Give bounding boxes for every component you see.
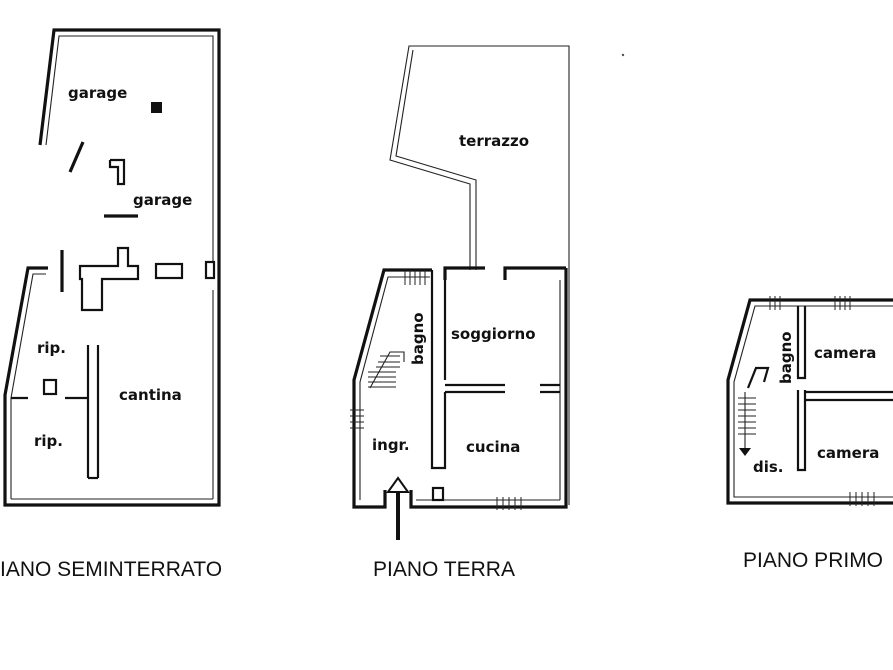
room-garage-top: garage xyxy=(68,84,127,102)
first-bedroom-divider xyxy=(796,390,807,472)
room-living: soggiorno xyxy=(451,325,536,343)
terrace-outline-inner xyxy=(395,49,477,270)
first-bath-wall xyxy=(796,306,807,380)
ground-door-post xyxy=(431,486,445,502)
ground-bathroom-wall xyxy=(430,270,447,470)
room-first-bathroom: bagno xyxy=(777,331,795,384)
ground-plan: terrazzo bagno soggiorno ingr. cucina PI… xyxy=(350,45,570,581)
first-outer-wall-inner xyxy=(733,305,893,498)
ground-house-outer-west xyxy=(352,268,432,509)
room-garage-mid: garage xyxy=(133,191,192,209)
room-bedroom-1: camera xyxy=(814,344,876,362)
ground-house-outer-wall xyxy=(409,268,568,509)
first-staircase xyxy=(738,366,770,456)
basement-garage-wall-inner xyxy=(45,35,214,262)
entrance-arrow-icon xyxy=(386,476,410,540)
basement-plan: garage garage rip. rip. cantina PIANO SE… xyxy=(0,28,222,581)
ground-house-wall-2 xyxy=(443,266,485,280)
first-plan: bagno camera camera dis. PIANO PRIMO xyxy=(726,296,893,572)
basement-small-pillar xyxy=(42,378,58,396)
room-kitchen: cucina xyxy=(466,438,520,456)
terrace-outline xyxy=(389,45,570,505)
ground-window-hatches xyxy=(350,270,522,510)
room-ground-bathroom: bagno xyxy=(409,312,427,365)
room-entrance: ingr. xyxy=(372,436,410,454)
room-bedroom-2: camera xyxy=(817,444,879,462)
room-storage-2: rip. xyxy=(34,432,63,450)
first-window-hatches xyxy=(769,296,875,506)
basement-title: PIANO SEMINTERRATO xyxy=(0,558,222,581)
basement-vent-block xyxy=(154,262,184,280)
first-outer-wall xyxy=(726,298,893,505)
ground-title: PIANO TERRA xyxy=(373,558,515,581)
first-title: PIANO PRIMO xyxy=(743,549,883,572)
basement-pillar xyxy=(151,102,162,113)
basement-west-wall-inner xyxy=(10,273,46,499)
room-landing: dis. xyxy=(753,458,784,476)
basement-partition-block xyxy=(78,246,140,312)
basement-stair-mark xyxy=(108,158,126,186)
room-storage-1: rip. xyxy=(37,339,66,357)
ground-house-wall xyxy=(503,266,566,280)
basement-column xyxy=(204,260,216,280)
room-terrace: terrazzo xyxy=(459,132,529,150)
basement-garage-wall xyxy=(3,28,221,507)
ground-staircase xyxy=(368,351,405,389)
basement-door-mark xyxy=(68,141,85,173)
ground-house-outer-west-inner xyxy=(359,276,430,500)
stray-dot xyxy=(621,53,625,57)
room-cellar: cantina xyxy=(119,386,182,404)
